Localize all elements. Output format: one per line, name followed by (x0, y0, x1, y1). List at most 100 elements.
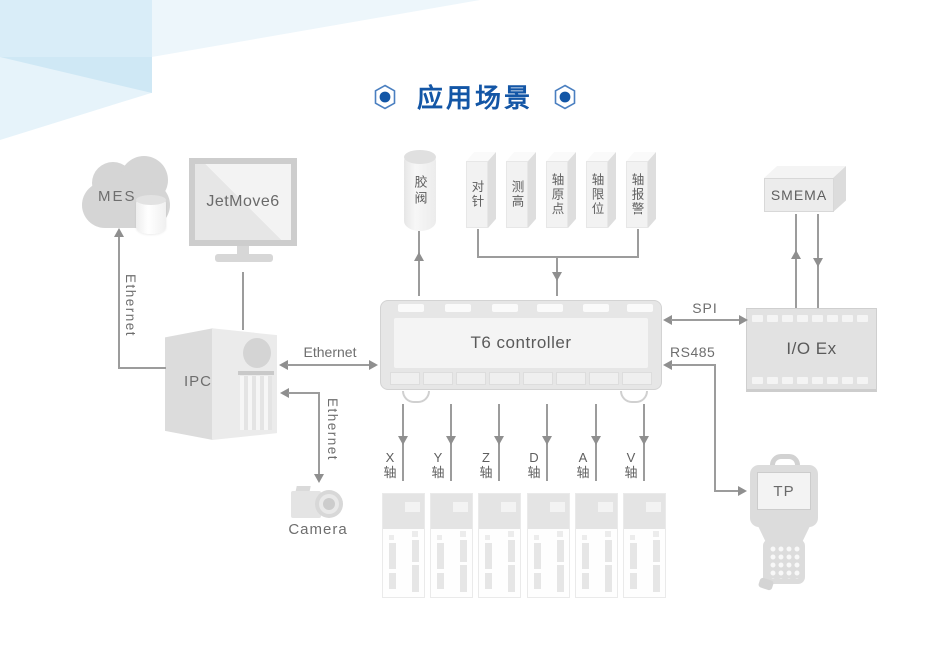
controller-slot (398, 304, 424, 312)
axis-word: 轴 (624, 465, 638, 480)
database-cylinder-icon (136, 195, 166, 234)
terminal (752, 315, 763, 322)
controller-slot (492, 304, 518, 312)
jetmove-ipc-line (242, 272, 244, 330)
terminal-segment (456, 372, 487, 385)
servo-drive (478, 493, 521, 598)
box-top-face (626, 152, 656, 162)
spi-label: SPI (692, 300, 718, 316)
drive-display (598, 502, 613, 512)
ipc-camera-line (288, 392, 320, 394)
decor-triangle-right (151, 0, 480, 57)
mes-node: MES (80, 156, 172, 236)
arrowhead-right (739, 315, 748, 325)
camera-node (291, 486, 347, 522)
t6-controller-node: T6 controller (380, 296, 662, 403)
arrowhead-down (813, 258, 823, 267)
axis-letter: Y (433, 450, 443, 465)
monitor-base (215, 254, 273, 262)
arrowhead-up (414, 252, 424, 261)
decor-block-main (0, 0, 152, 57)
hexagon-dot-icon (554, 84, 576, 109)
arrowhead-left (663, 360, 672, 370)
sensor-label: 轴原点 (549, 172, 564, 217)
box-side-face (488, 152, 496, 228)
servo-drive (430, 493, 473, 598)
sensor-box-height-measure: 测高 (506, 152, 536, 228)
page-title: 应用场景 (416, 83, 533, 113)
sensor-bus-line (477, 229, 479, 257)
terminal-segment (489, 372, 520, 385)
box-top-face (764, 166, 846, 178)
axis-word: 轴 (527, 465, 541, 480)
arrowhead-right (369, 360, 378, 370)
drive-display (550, 502, 565, 512)
din-rail-hook (620, 391, 648, 403)
box-top-face (586, 152, 616, 162)
arrowhead-down (494, 436, 504, 445)
drive-display (646, 502, 661, 512)
box-side-face (608, 152, 616, 228)
keypad-buttons (768, 544, 800, 579)
box-side-face (648, 152, 656, 228)
drive-connectors (528, 529, 569, 597)
ipc-fan-port (243, 338, 271, 368)
terminal-segment (390, 372, 421, 385)
terminal (842, 315, 853, 322)
sensor-box-needle-align: 对针 (466, 152, 496, 228)
t6-gluevalve-line (418, 231, 420, 296)
terminal (797, 315, 808, 322)
terminal (797, 377, 808, 384)
box-front-face: 轴原点 (546, 161, 568, 228)
sensor-label: 测高 (509, 180, 524, 209)
arrowhead-down (314, 474, 324, 483)
pendant-screen: TP (757, 472, 811, 510)
axis-label-d: D 轴 (525, 450, 543, 480)
t6-tp-line (671, 364, 716, 366)
tp-label: TP (773, 482, 795, 500)
axis-letter: A (578, 450, 588, 465)
ipc-label: IPC (183, 373, 212, 390)
box-top-face (466, 152, 496, 162)
box-top-face (506, 152, 536, 162)
terminal (842, 377, 853, 384)
terminal-segment (522, 372, 553, 385)
tp-node: TP (750, 452, 820, 592)
controller-terminal-strip (390, 372, 652, 385)
axis-label-y: Y 轴 (429, 450, 447, 480)
cylinder-icon (404, 151, 436, 231)
ipc-t6-line (287, 364, 371, 366)
terminal (812, 377, 823, 384)
camera-label: Camera (288, 521, 348, 538)
terminal (827, 315, 838, 322)
arrowhead-up (791, 250, 801, 259)
ethernet-label-mes: Ethernet (123, 274, 138, 338)
axis-label-x: X 轴 (381, 450, 399, 480)
terminal (782, 315, 793, 322)
pendant-neck (758, 526, 810, 541)
drive-connectors (624, 529, 665, 597)
rs485-label: RS485 (670, 344, 716, 360)
terminal-segment (423, 372, 454, 385)
ipc-node: IPC (165, 326, 277, 440)
ethernet-label-camera: Ethernet (325, 398, 340, 462)
t6-ioex-line (671, 319, 741, 321)
arrowhead-left (279, 360, 288, 370)
sensor-box-axis-alarm: 轴报警 (626, 152, 656, 228)
box-side-face (528, 152, 536, 228)
cylinder-top (404, 150, 436, 164)
box-front-face: 轴限位 (586, 161, 608, 228)
terminal (782, 377, 793, 384)
ipc-vent-stripes (240, 376, 272, 430)
terminal-segment (588, 372, 619, 385)
axis-word: 轴 (479, 465, 493, 480)
drive-display (453, 502, 468, 512)
controller-slot (627, 304, 653, 312)
jetmove6-node: JetMove6 (189, 158, 297, 262)
arrowhead-down (552, 272, 562, 281)
controller-slot (445, 304, 471, 312)
sensor-bus-line (637, 229, 639, 257)
terminal-segment (621, 372, 652, 385)
drive-connectors (431, 529, 472, 597)
ipc-mes-line (118, 237, 120, 369)
